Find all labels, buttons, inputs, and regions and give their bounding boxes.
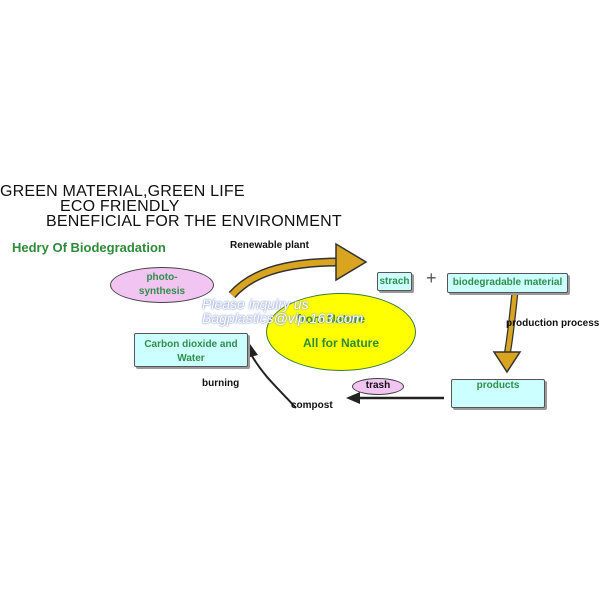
plus-sign: + <box>426 268 437 288</box>
diagram-subtitle: Hedry Of Biodegradation <box>12 240 166 255</box>
production-process-label: production process <box>506 318 600 329</box>
burning-arrow <box>251 355 297 409</box>
watermark-line-1: Please inquiry us <box>202 296 309 312</box>
renewable-plant-label: Renewable plant <box>230 240 309 251</box>
strach-node: strach <box>377 272 412 291</box>
center-text-line-2: All for Nature <box>303 336 380 350</box>
center-oval <box>266 293 416 371</box>
biodegradable-material-node: biodegradable material <box>447 273 568 293</box>
title-line-1: GREEN MATERIAL,GREEN LIFE <box>0 183 245 200</box>
carbon-line-2: Water <box>177 353 205 364</box>
products-node: products <box>451 379 545 408</box>
trash-node: trash <box>352 378 404 395</box>
renewable-arrowhead <box>335 242 368 282</box>
production-arrowhead <box>492 351 522 374</box>
burning-label: burning <box>202 378 240 389</box>
title-line-2: ECO FRIENDLY <box>60 198 180 215</box>
title-line-3: BENEFICIAL FOR THE ENVIRONMENT <box>46 213 342 230</box>
photosynthesis-line-2: synthesis <box>138 286 186 297</box>
compost-label: compost <box>291 400 333 411</box>
center-text-line-1: from Nature <box>297 312 366 326</box>
burning-arrowhead <box>246 344 258 358</box>
carbon-line-1: Carbon dioxide and <box>144 339 238 350</box>
watermark-line-2: Bagplastics@vip.163.com <box>202 310 364 326</box>
products-to-trash-arrowhead <box>346 392 360 404</box>
photosynthesis-line-1: photo- <box>146 272 178 283</box>
carbon-dioxide-node: Carbon dioxide and Water <box>134 333 248 367</box>
photosynthesis-node: photo- synthesis <box>110 267 214 303</box>
